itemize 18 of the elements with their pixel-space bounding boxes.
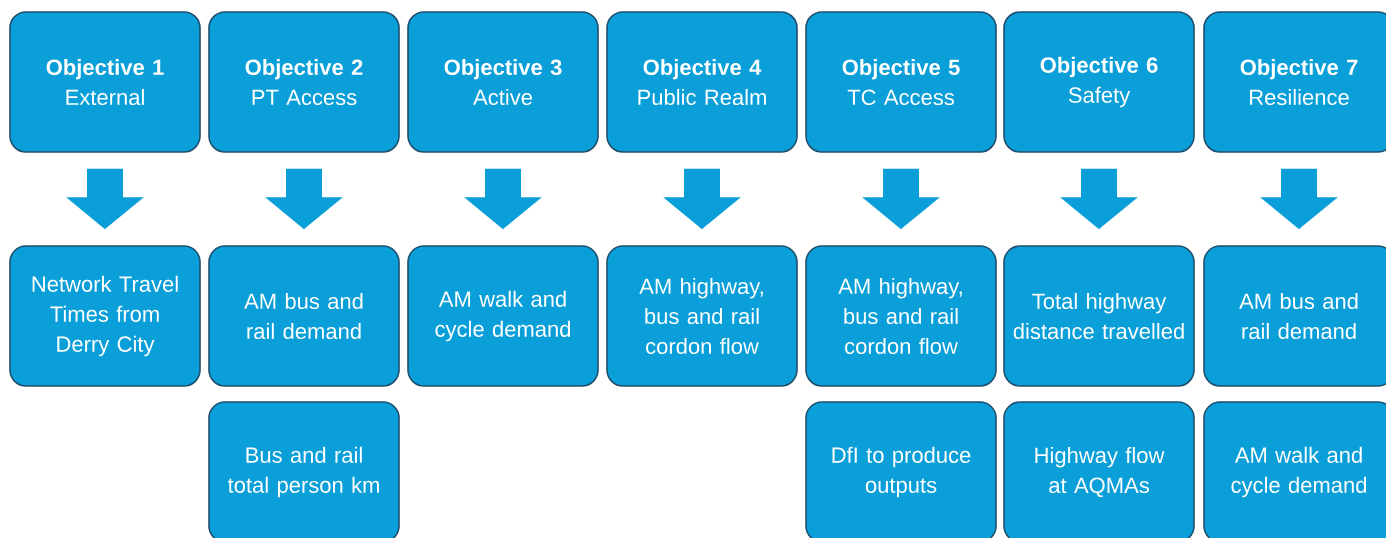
objective-box: Objective 7 Resilience	[1203, 11, 1386, 153]
objective-box: Objective 4 Public Realm	[606, 11, 798, 153]
measure-box: AM highway, bus and rail cordon flow	[606, 245, 798, 387]
measure-box: AM bus and rail demand	[1203, 245, 1386, 387]
measure-box: Total highway distance travelled	[1003, 245, 1195, 387]
objective-box: Objective 5 TC Access	[805, 11, 997, 153]
measure-box: Bus and rail total person km	[208, 401, 400, 538]
measure-box: Highway flow at AQMAs	[1003, 401, 1195, 538]
objective-box: Objective 3 Active	[407, 11, 599, 153]
measure-box: AM bus and rail demand	[208, 245, 400, 387]
objective-box: Objective 2 PT Access	[208, 11, 400, 153]
measure-box: AM highway, bus and rail cordon flow	[805, 245, 997, 387]
measure-box: AM walk and cycle demand	[1203, 401, 1386, 538]
measure-box: AM walk and cycle demand	[407, 245, 599, 387]
measure-box: DfI to produce outputs	[805, 401, 997, 538]
objective-box: Objective 1 External	[9, 11, 201, 153]
measure-box: Network Travel Times from Derry City	[9, 245, 201, 387]
objective-box: Objective 6 Safety	[1003, 11, 1195, 153]
